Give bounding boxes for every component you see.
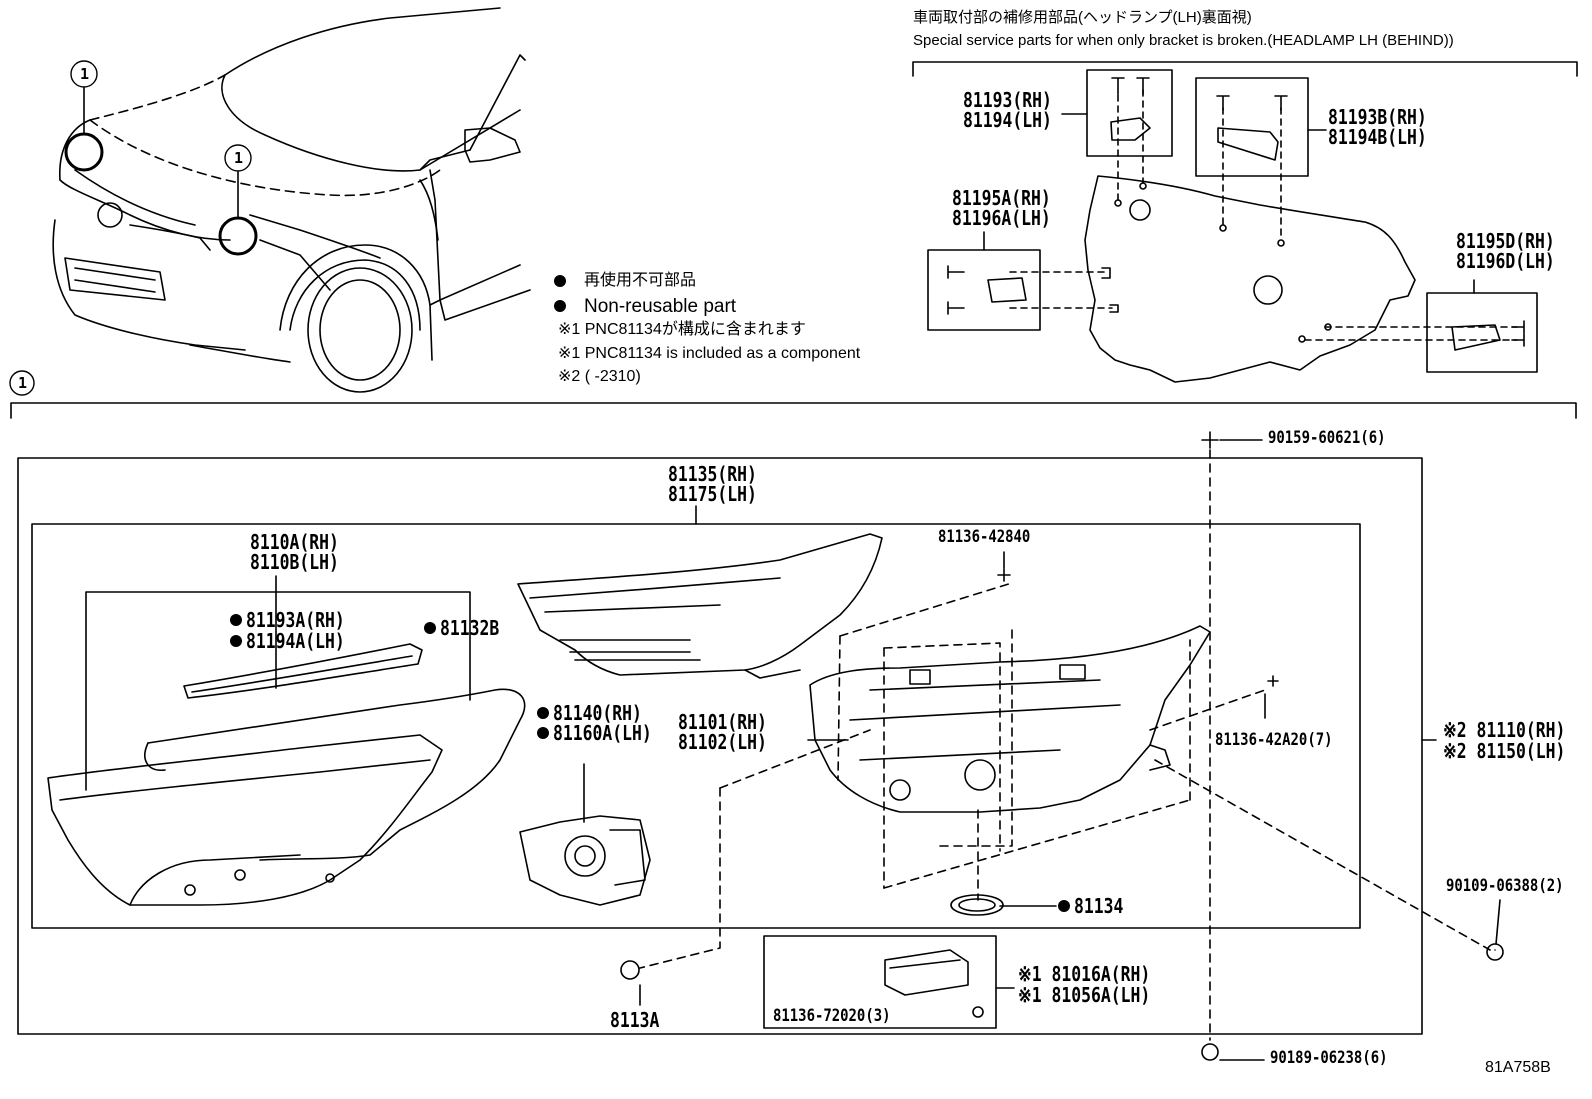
- bracket-box-81195a: [927, 249, 1041, 331]
- section-bracket-line: [10, 402, 1577, 419]
- part-81175-lh[interactable]: 81175(LH): [668, 482, 757, 506]
- part-90109-06388[interactable]: 90109-06388(2): [1446, 876, 1564, 896]
- legend-note2: ※2 ( -2310): [558, 368, 641, 385]
- part-8113a[interactable]: 8113A: [610, 1008, 660, 1032]
- garnish-81193a: [183, 643, 423, 699]
- lens-81110a: [47, 734, 443, 906]
- part-81101-rh[interactable]: 81101(RH): [678, 710, 767, 734]
- part-81194a-lh[interactable]: 81194A(LH): [246, 629, 345, 653]
- part-81195d-rh[interactable]: 81195D(RH): [1456, 229, 1555, 253]
- bracket-box-81195d: [1426, 292, 1538, 373]
- part-81193a-rh[interactable]: 81193A(RH): [246, 608, 345, 632]
- lens-housing-81135: [517, 533, 883, 679]
- bracket-header-jp: 車両取付部の補修用部品(ヘッドランプ(LH)裏面視): [913, 9, 1252, 26]
- part-81136-42a20[interactable]: 81136-42A20(7): [1215, 730, 1333, 750]
- part-81135-rh[interactable]: 81135(RH): [668, 462, 757, 486]
- ballast-frame: [763, 935, 997, 1029]
- part-81193b-rh[interactable]: 81193B(RH): [1328, 105, 1427, 129]
- part-81016a-rh[interactable]: ※1 81016A(RH): [1018, 962, 1151, 986]
- bracket-parts-shapes: [947, 77, 1525, 351]
- legend-note1-en: ※1 PNC81134 is included as a component: [558, 345, 861, 362]
- bracket-leader-lines: [1009, 89, 1518, 341]
- projector-81140: [519, 815, 651, 906]
- bracket-solid-leaders: [983, 113, 1475, 294]
- non-reusable-dots: [230, 614, 1070, 912]
- bracket-section-line: [912, 61, 1578, 77]
- legend-non-reusable-jp: 再使用不可部品: [584, 272, 697, 289]
- gasket-81132b: [144, 688, 526, 861]
- part-8110b-lh[interactable]: 8110B(LH): [250, 550, 339, 574]
- part-81193-rh[interactable]: 81193(RH): [963, 88, 1052, 112]
- lens-subassembly-frame: [85, 591, 471, 791]
- section-callout-circle: [9, 370, 35, 396]
- part-81140-rh[interactable]: 81140(RH): [553, 701, 642, 725]
- part-90189-06238[interactable]: 90189-06238(6): [1270, 1048, 1388, 1068]
- part-8110a-rh[interactable]: 8110A(RH): [250, 530, 339, 554]
- part-81196a-lh[interactable]: 81196A(LH): [952, 206, 1051, 230]
- part-81134[interactable]: 81134: [1074, 894, 1124, 918]
- part-81110-rh[interactable]: ※2 81110(RH): [1443, 718, 1566, 742]
- part-81132b[interactable]: 81132B: [440, 616, 500, 640]
- bracket-box-81193: [1086, 69, 1173, 157]
- part-81136-42840[interactable]: 81136-42840: [938, 527, 1031, 547]
- part-81194b-lh[interactable]: 81194B(LH): [1328, 125, 1427, 149]
- part-81195a-rh[interactable]: 81195A(RH): [952, 186, 1051, 210]
- outer-assembly-frame: [17, 457, 1423, 1035]
- part-81160a-lh[interactable]: 81160A(LH): [553, 721, 652, 745]
- assembly-dashed-guides: [639, 449, 1491, 1041]
- part-81102-lh[interactable]: 81102(LH): [678, 730, 767, 754]
- legend-non-reusable-en: Non-reusable part: [584, 296, 737, 317]
- part-81136-72020[interactable]: 81136-72020(3): [773, 1006, 891, 1026]
- part-81196d-lh[interactable]: 81196D(LH): [1456, 249, 1555, 273]
- headlamp-rear-housing-outline: [1084, 175, 1416, 383]
- legend-dot-jp: [554, 275, 566, 287]
- diagram-id: 81A758B: [1485, 1059, 1551, 1076]
- part-81056a-lh[interactable]: ※1 81056A(LH): [1018, 983, 1151, 1007]
- part-90159-60621[interactable]: 90159-60621(6): [1268, 428, 1386, 448]
- small-hardware: [620, 431, 1504, 1061]
- callout-1-center: 1: [234, 149, 244, 167]
- leader-lines: [275, 439, 1501, 1061]
- vehicle-front-illustration: [52, 7, 531, 393]
- part-81194-lh[interactable]: 81194(LH): [963, 108, 1052, 132]
- legend-dot-en: [554, 300, 566, 312]
- housing-81101: [809, 625, 1211, 813]
- part-81150-lh[interactable]: ※2 81150(LH): [1443, 739, 1566, 763]
- callout-1-left: 1: [80, 65, 90, 83]
- bracket-header-en: Special service parts for when only brac…: [913, 32, 1454, 49]
- legend-note1-jp: ※1 PNC81134が構成に含まれます: [558, 321, 806, 338]
- bracket-box-81193b: [1195, 77, 1309, 177]
- callout-1-section: 1: [18, 374, 28, 392]
